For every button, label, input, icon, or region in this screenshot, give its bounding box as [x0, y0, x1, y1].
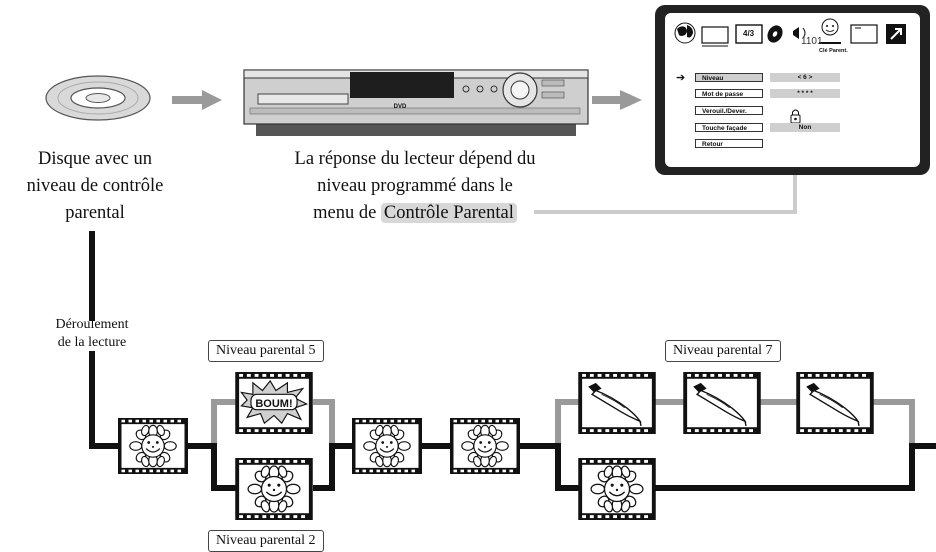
menu-connector-line [534, 175, 797, 214]
arrow-disc-to-player [172, 90, 222, 110]
menu-label-niveau[interactable]: Niveau [695, 73, 763, 82]
label-level-7: Niveau parental 7 [665, 340, 781, 362]
exit-icon [886, 24, 906, 44]
code-icon-text: 1101 [801, 36, 823, 47]
boum-text: BOUM! [255, 398, 292, 410]
playback-track [89, 231, 936, 491]
arrow-player-to-menu [592, 90, 642, 110]
parental-menu-screen: 4/3 1101 Clé Parent. ➔ Niveau < 6 > Mot … [665, 13, 920, 167]
film-frame-boum: BOUM! [235, 372, 313, 434]
disc-icon [767, 25, 783, 43]
window-icon [850, 24, 878, 44]
film-frame-bottom-right [578, 458, 656, 520]
disc-caption: Disque avec un niveau de contrôle parent… [26, 149, 164, 223]
player-caption: La réponse du lecteur dépend du niveau p… [250, 146, 580, 227]
aspect-icon [735, 24, 763, 44]
clef-parent-label: Clé Parent. [819, 48, 848, 54]
film-frame-level2 [235, 458, 313, 520]
face-lock-icon [819, 18, 841, 44]
label-level-5: Niveau parental 5 [208, 340, 324, 362]
menu-value-front-key[interactable]: Non [770, 123, 840, 132]
film-frame-start [118, 418, 188, 474]
menu-label-return[interactable]: Retour [695, 139, 763, 148]
film-frame-middle-1 [352, 418, 422, 474]
player-logo: DVD [394, 104, 407, 110]
film-frame-middle-2 [450, 418, 520, 474]
menu-value-password[interactable]: * * * * [770, 89, 840, 98]
menu-label-front-key[interactable]: Touche façade [695, 123, 763, 132]
label-level-2: Niveau parental 2 [208, 530, 324, 552]
audio-icon [793, 27, 806, 39]
film-frame-knife-3 [796, 372, 874, 434]
dvd-disc-icon [45, 75, 151, 121]
film-frame-knife-2 [683, 372, 761, 434]
film-frame-knife-1 [578, 372, 656, 434]
parental-control-highlight: Contrôle Parental [380, 203, 517, 223]
aspect-icon-text: 4/3 [743, 29, 755, 38]
globe-icon [674, 22, 696, 44]
screen-icon [701, 26, 729, 44]
lock-icon [790, 109, 801, 124]
menu-value-niveau[interactable]: < 6 > [770, 73, 840, 82]
dvd-player-icon: DVD [243, 69, 589, 136]
menu-label-password[interactable]: Mot de passe [695, 89, 763, 98]
playback-caption: Déroulement de la lecture [55, 317, 129, 350]
menu-cursor-arrow: ➔ [676, 72, 686, 84]
menu-label-lock[interactable]: Verouil./Dever. [695, 106, 763, 115]
player-caption-last-line: menu de Contrôle Parental [250, 200, 580, 227]
